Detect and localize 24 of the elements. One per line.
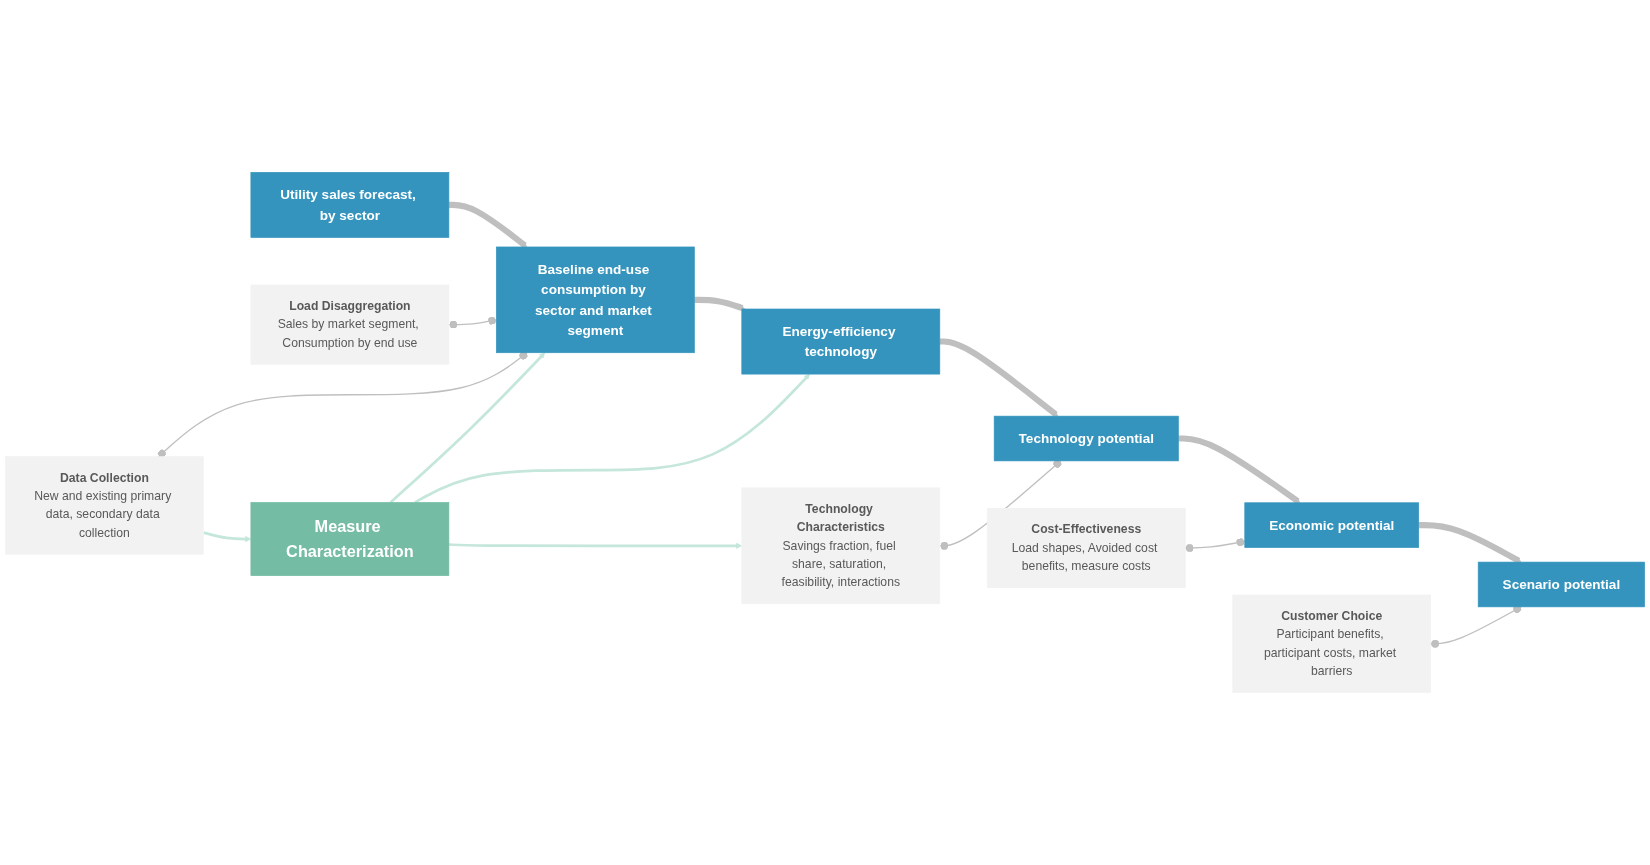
node-box: Customer Choice Participant benefits, participant costs, market barriers bbox=[1232, 594, 1432, 693]
node-box: Load Disaggregation Sales by market segment, Consumption by end use bbox=[250, 284, 450, 365]
arrow bbox=[1178, 435, 1301, 504]
node-box: Scenario potential bbox=[1477, 561, 1645, 608]
arrow bbox=[203, 531, 252, 543]
node-box: Data Collection New and existing primary data, secondary data collection bbox=[5, 456, 204, 555]
node-box: Technology potential bbox=[993, 415, 1179, 462]
node-box: Economic potential bbox=[1244, 502, 1419, 548]
connector bbox=[448, 316, 498, 329]
arrow bbox=[448, 201, 528, 248]
arrow bbox=[389, 352, 546, 504]
arrow bbox=[448, 542, 743, 549]
arrow bbox=[1418, 522, 1522, 564]
node-box: Utility sales forecast, by sector bbox=[250, 172, 450, 238]
arrow bbox=[939, 338, 1059, 417]
node-box: Technology Characteristics Savings fraction, fuel share, saturation, feasibility, interactions bbox=[741, 487, 941, 605]
node-box: Cost-Effectiveness Load shapes, Avoided cost benefits, measure costs bbox=[986, 508, 1186, 589]
node-box: Measure Characterization bbox=[250, 502, 450, 576]
node-box: Baseline end-use consumption by sector and market segment bbox=[496, 246, 695, 354]
connector bbox=[1184, 538, 1246, 553]
arrow bbox=[694, 296, 746, 311]
connector bbox=[157, 351, 528, 458]
node-box: Energy-efficiency technology bbox=[741, 308, 941, 375]
arrow bbox=[414, 373, 810, 504]
